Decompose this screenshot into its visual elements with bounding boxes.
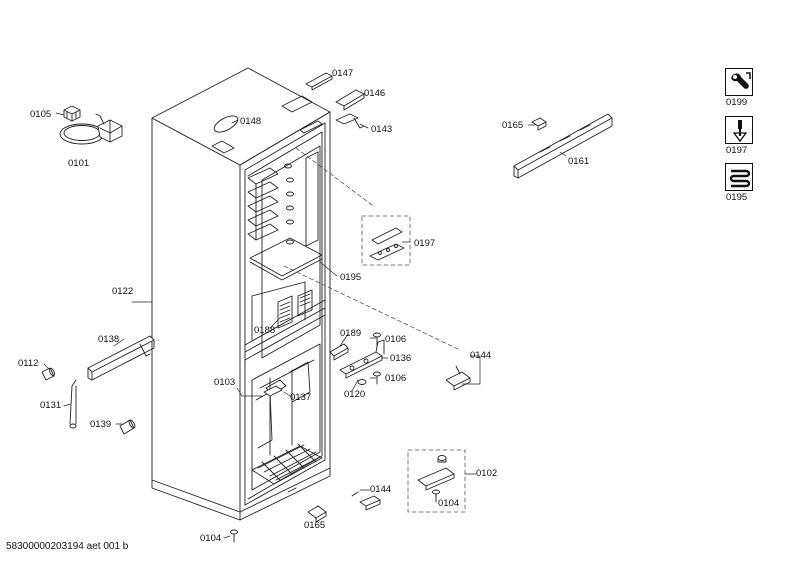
part-0165-clip-top — [531, 117, 547, 131]
callout-0148: 0148 — [240, 116, 262, 127]
callout-0146: 0146 — [364, 88, 386, 99]
callout-0165-bottom: 0165 — [304, 520, 326, 531]
part-0102-sensor — [69, 379, 77, 429]
callout-0133-hinge: 0104 — [438, 498, 460, 509]
callout-0131: 0103 — [214, 377, 236, 388]
callout-0106: 0188 — [254, 325, 276, 336]
callout-0138: 0136 — [390, 353, 412, 364]
heating-coil-icon — [725, 163, 753, 191]
part-0105-connector — [63, 105, 81, 122]
part-0147-cap — [305, 72, 333, 91]
callout-0188: 0195 — [340, 272, 362, 283]
part-0134-hinge-set — [417, 455, 455, 503]
callout-0101: 0101 — [68, 158, 90, 169]
part-0144-screw-upper — [373, 332, 381, 347]
tool-label-0199: 0199 — [726, 97, 748, 108]
part-0112-lower — [351, 491, 381, 511]
part-0101-power-cord — [59, 113, 123, 145]
part-0122-bracket — [369, 227, 405, 261]
callout-0112-upper: 0144 — [470, 350, 492, 361]
part-0138-hinge — [339, 339, 385, 379]
callout-0102: 0131 — [40, 400, 62, 411]
callout-0137: 0120 — [344, 389, 366, 400]
part-0103-cap — [41, 367, 55, 381]
callout-0143: 0143 — [371, 124, 393, 135]
part-0161-strip — [513, 113, 613, 179]
callout-0161: 0161 — [568, 156, 590, 167]
callout-0133-bottom: 0104 — [200, 533, 222, 544]
part-0139-part — [263, 385, 283, 397]
tool-label-0197: 0197 — [726, 145, 748, 156]
callout-0165-top: 0165 — [502, 120, 524, 131]
part-0136-bracket — [329, 343, 349, 361]
part-0120-rail — [87, 335, 155, 381]
part-0143-clip — [335, 113, 365, 129]
callout-0112-lower: 0144 — [370, 484, 392, 495]
callout-0120: 0138 — [98, 334, 120, 345]
callout-0144-upper: 0106 — [385, 334, 407, 345]
callout-0136: 0189 — [340, 328, 362, 339]
part-0146-cover — [335, 89, 365, 111]
callout-0134: 0102 — [476, 468, 498, 479]
part-0137-washer — [357, 379, 367, 385]
callout-0104: 0139 — [90, 419, 112, 430]
callout-0103: 0112 — [18, 358, 39, 369]
fridge-cabinet — [151, 67, 331, 521]
dashed-guides — [283, 147, 466, 513]
part-0144-screw-lower — [373, 371, 381, 385]
callout-0147: 0147 — [332, 68, 354, 79]
callout-0122: 0197 — [414, 238, 436, 249]
callout-0144-lower: 0106 — [385, 373, 407, 384]
part-0165-foot — [307, 505, 327, 523]
callout-0105: 0105 — [30, 109, 52, 120]
part-0112-upper — [445, 365, 471, 391]
tool-label-0195: 0195 — [726, 192, 748, 203]
wrench-icon — [725, 68, 753, 96]
callout-0189: 0122 — [112, 286, 134, 297]
document-id: 58300000203194 aet 001 b — [6, 541, 129, 552]
part-0104-cap — [119, 419, 136, 435]
screwdriver-icon — [725, 116, 753, 144]
callout-0139: 0137 — [290, 392, 312, 403]
part-0133-screw — [230, 529, 238, 543]
